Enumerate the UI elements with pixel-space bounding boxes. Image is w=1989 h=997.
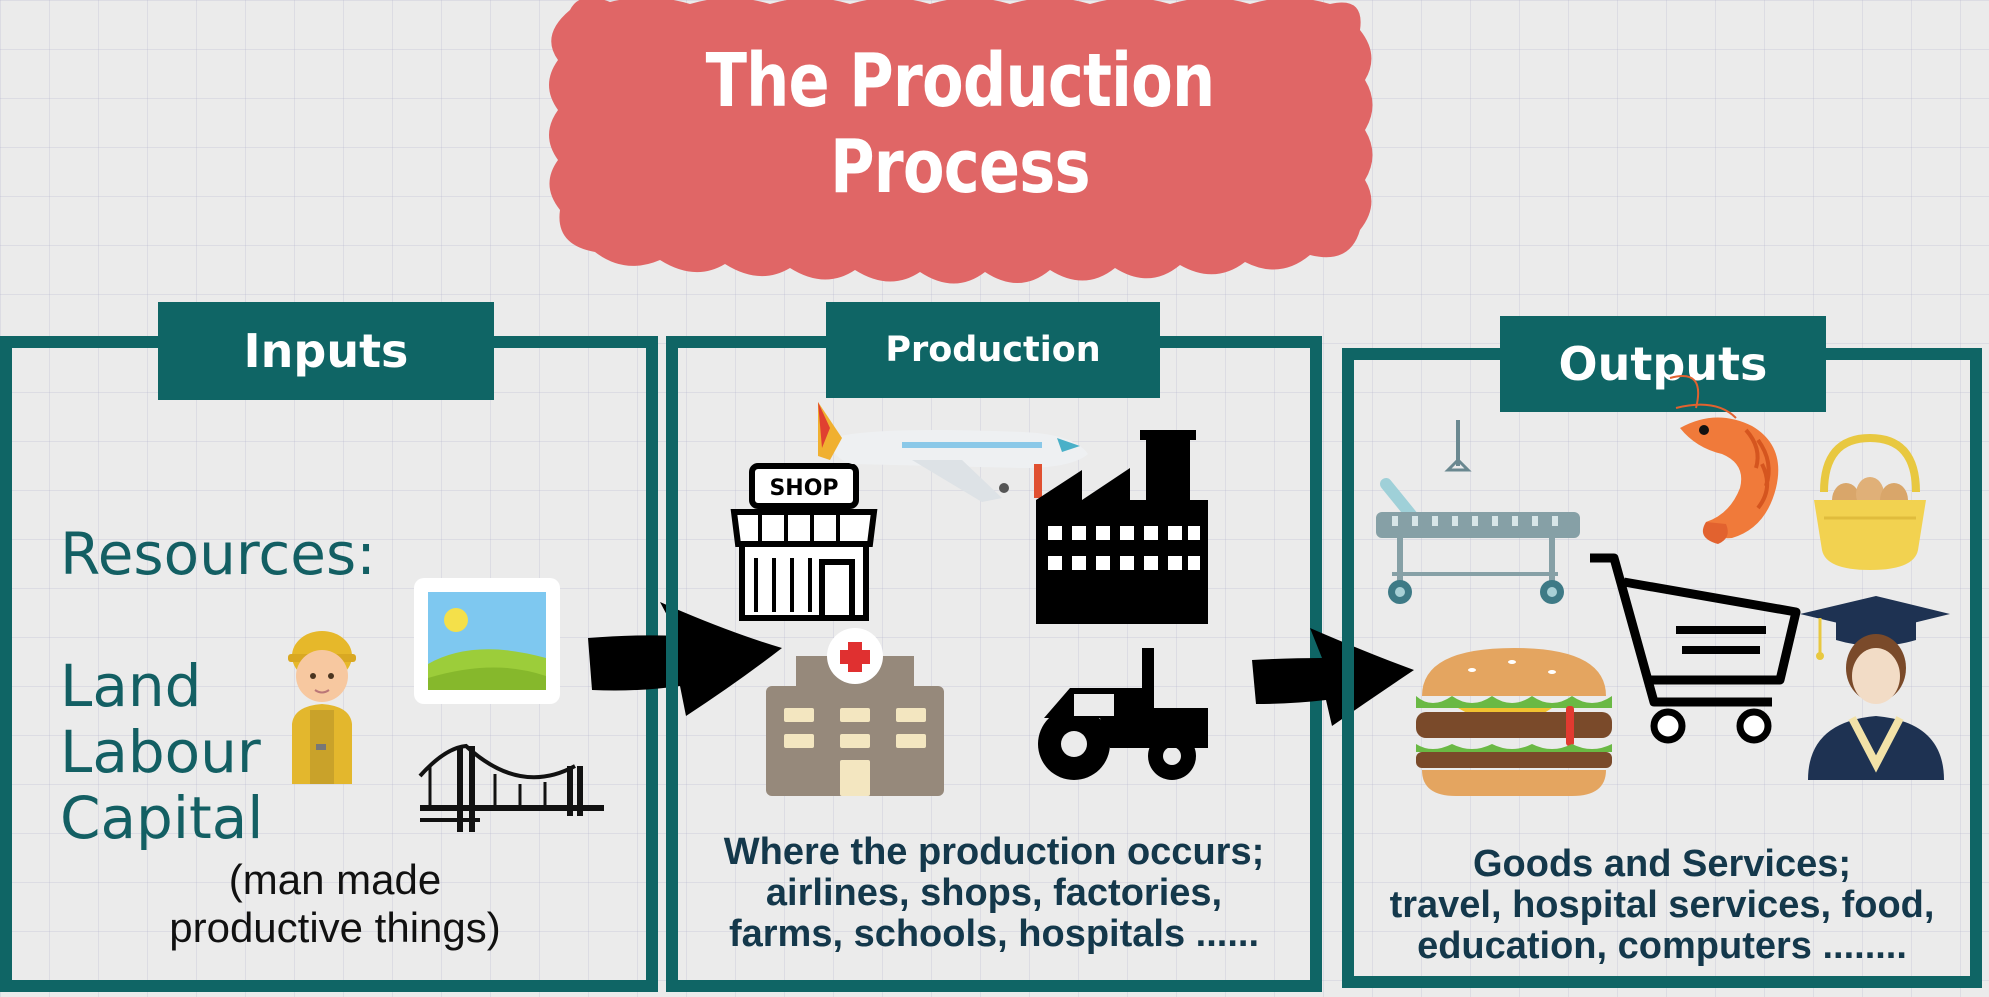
tractor-icon — [1038, 648, 1208, 780]
bridge-icon — [418, 743, 604, 832]
production-caption-line-1: Where the production occurs; — [723, 831, 1265, 873]
shopping-cart-icon — [1590, 553, 1801, 744]
outputs-caption-line-3: education, computers ........ — [1417, 925, 1907, 967]
production-tab: Production — [826, 302, 1160, 398]
worker-icon — [288, 631, 356, 784]
outputs-caption: Goods and Services; travel, hospital ser… — [1354, 844, 1970, 967]
egg-basket-icon — [1814, 433, 1926, 570]
resource-capital: Capital — [60, 784, 264, 852]
shop-sign-text: SHOP — [769, 476, 838, 501]
burger-icon — [1416, 648, 1612, 796]
production-caption-line-2: airlines, shops, factories, — [765, 872, 1223, 914]
arrow-right-icon — [1252, 628, 1414, 726]
shrimp-icon — [1669, 375, 1779, 544]
landscape-picture-icon — [414, 578, 560, 704]
hospital-bed-icon — [1376, 420, 1580, 604]
capital-note: (man made productive things) — [120, 856, 550, 952]
outputs-caption-line-1: Goods and Services; — [1472, 843, 1851, 885]
production-caption: Where the production occurs; airlines, s… — [678, 832, 1310, 955]
resource-land: Land — [60, 652, 202, 720]
production-caption-line-3: farms, schools, hospitals ...... — [728, 913, 1260, 955]
factory-icon — [1036, 430, 1208, 624]
capital-note-line-2: productive things) — [169, 904, 501, 951]
shop-icon: SHOP — [730, 463, 878, 621]
title-banner — [549, 0, 1373, 284]
capital-note-line-1: (man made — [228, 856, 442, 903]
resource-labour: Labour — [60, 718, 261, 786]
hospital-icon — [766, 628, 944, 796]
inputs-tab: Inputs — [158, 302, 494, 400]
outputs-tab: Outputs — [1500, 316, 1826, 412]
airplane-icon — [818, 402, 1088, 502]
graduate-icon — [1800, 596, 1950, 780]
outputs-caption-line-2: travel, hospital services, food, — [1389, 884, 1935, 926]
page-title: The Production Process — [705, 38, 1216, 210]
arrow-right-icon — [588, 602, 782, 716]
resources-heading: Resources: — [60, 520, 376, 588]
